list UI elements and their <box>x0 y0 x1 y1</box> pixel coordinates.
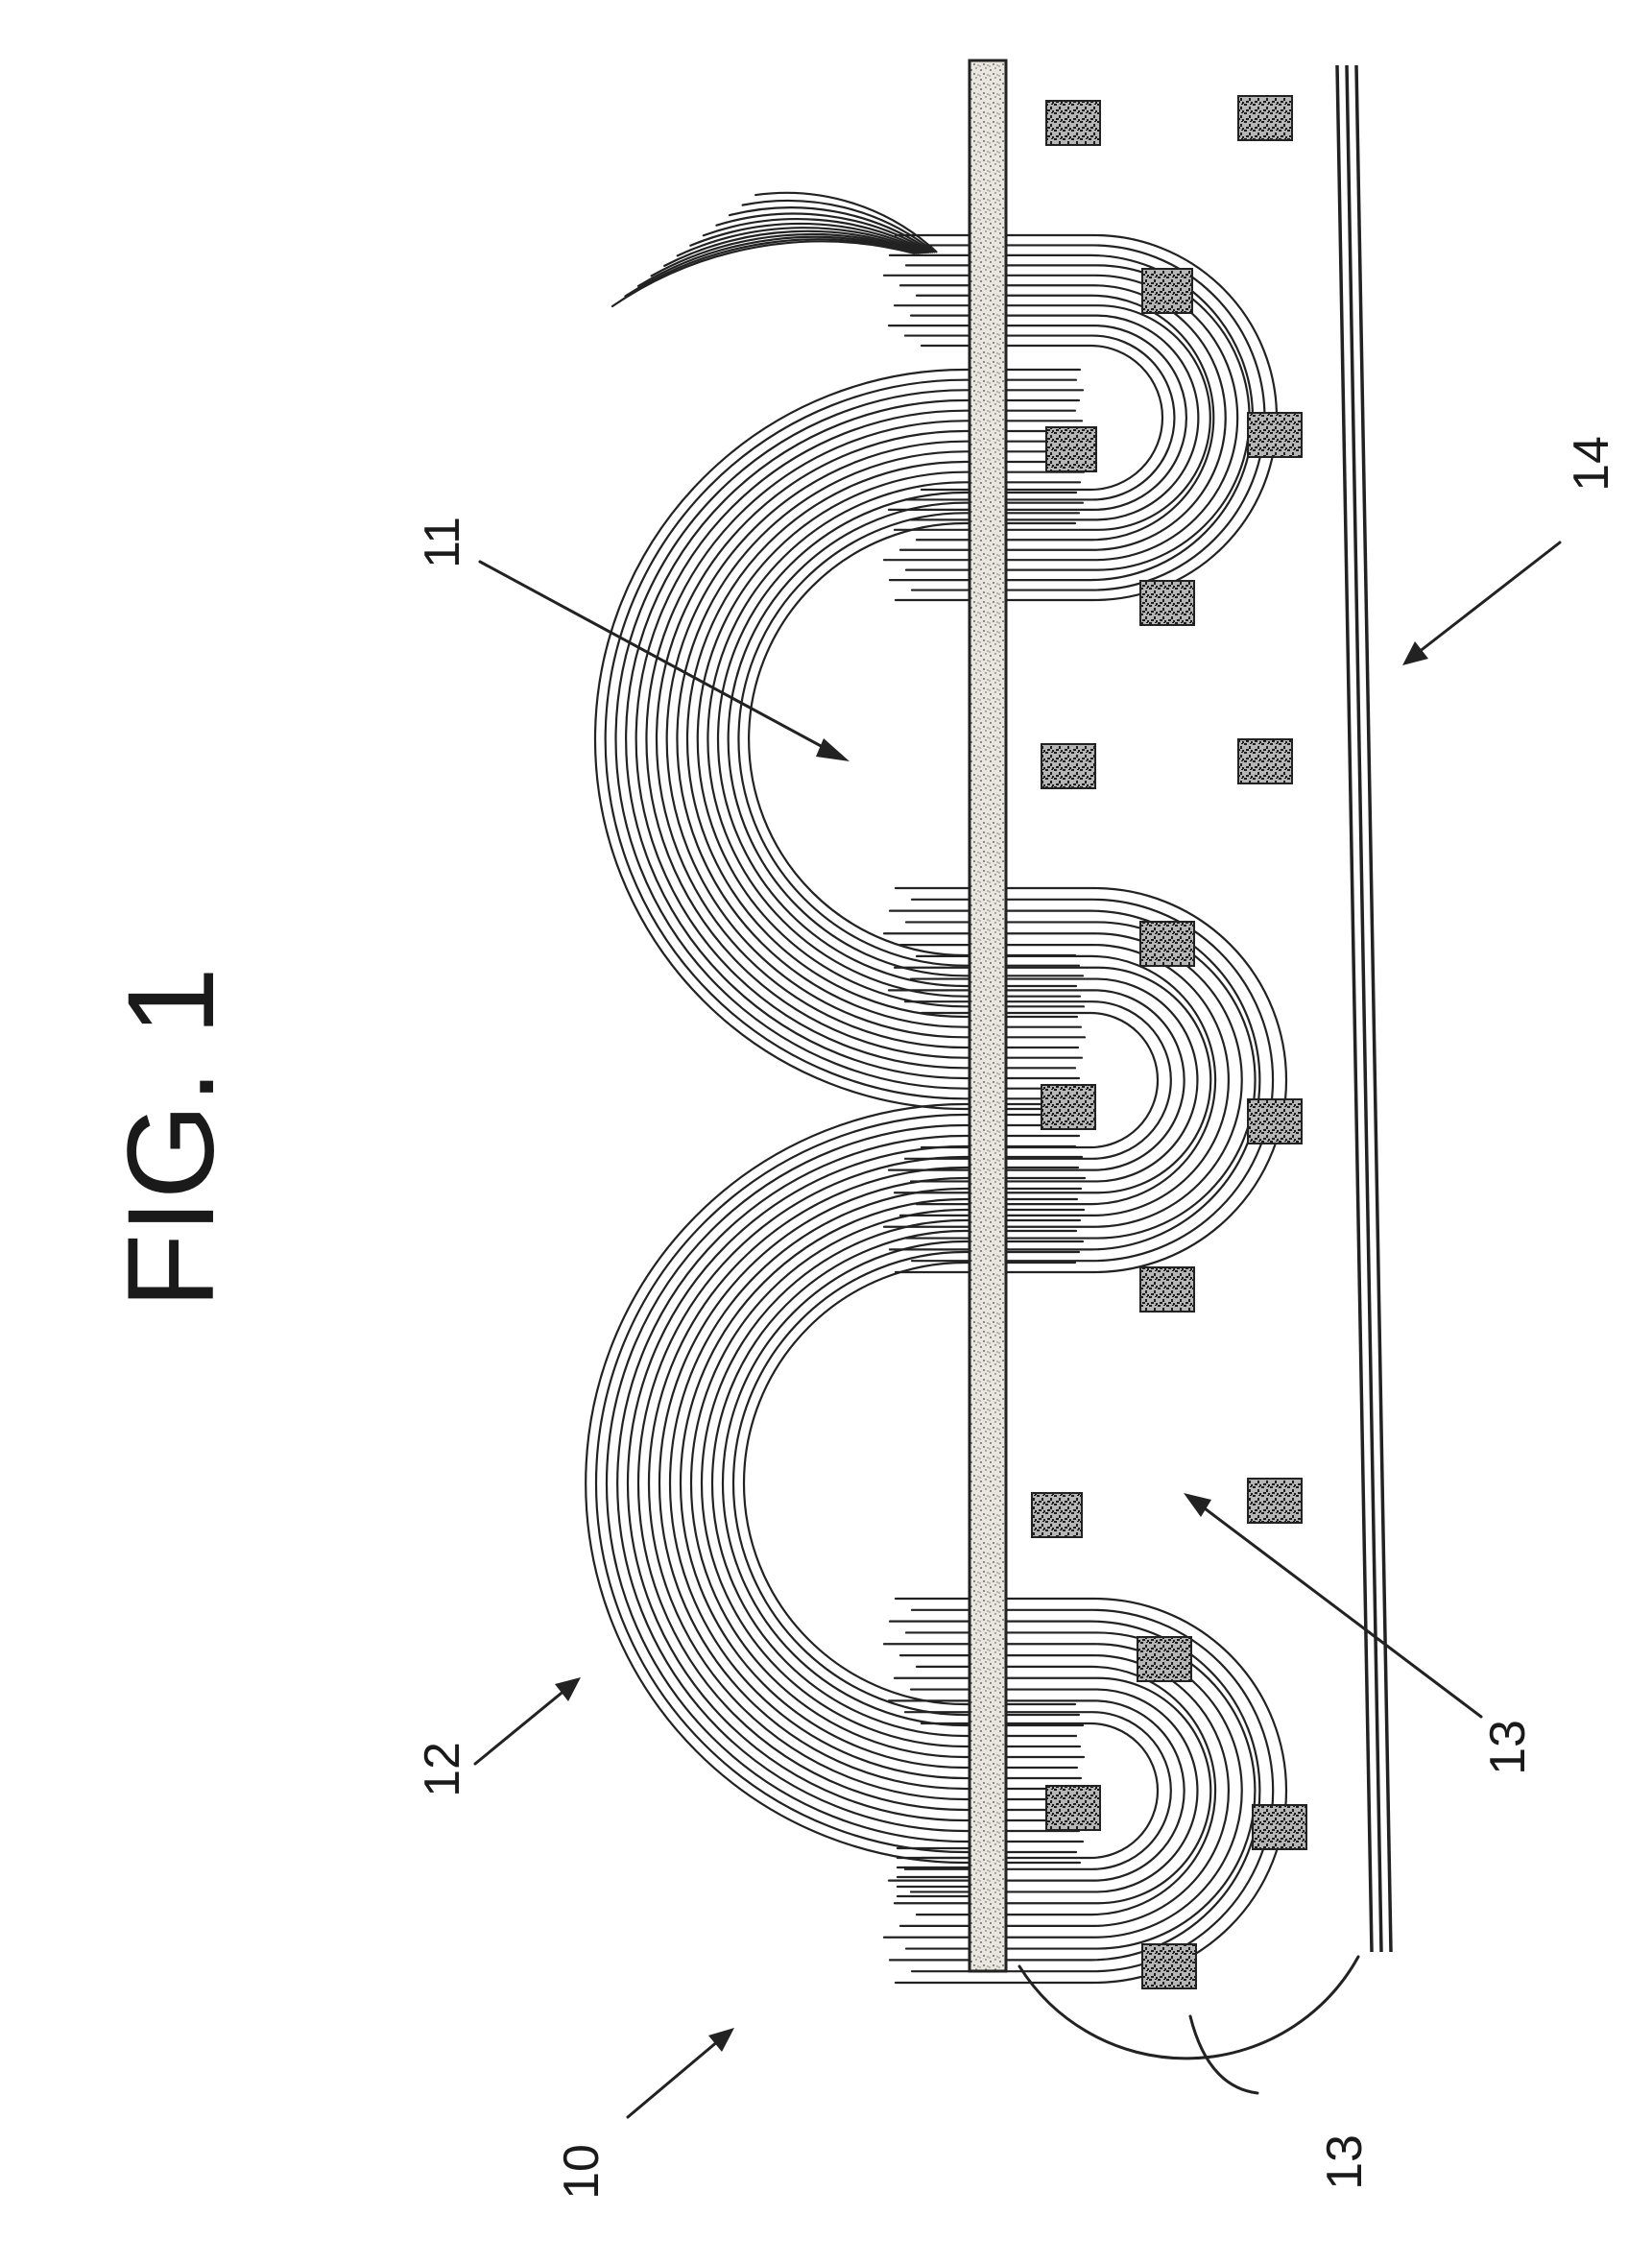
backing-layer <box>970 60 1006 1971</box>
small-loop-fibre <box>912 900 1273 1261</box>
big-loop-fibre <box>691 1210 1084 1757</box>
small-loop-fibre <box>912 245 1264 590</box>
fibre-loops <box>586 193 1286 1983</box>
figure-title: FIG. 1 <box>103 967 240 1309</box>
base-layer <box>1337 65 1391 1952</box>
anchor-block <box>1248 1479 1302 1523</box>
small-loop-fibre <box>922 1723 1158 1858</box>
ref-14-arrow <box>1402 542 1560 665</box>
big-loop-fibre <box>698 472 1084 1007</box>
small-loop-fibre <box>896 235 1277 600</box>
big-loop-fibre <box>646 421 1082 1057</box>
anchor-block <box>1046 1786 1100 1830</box>
small-loop-fibre <box>884 933 1242 1226</box>
big-loop-fibre <box>681 1199 1077 1768</box>
anchor-block <box>1142 1944 1196 1988</box>
ref-13-arrow <box>1184 1493 1481 1717</box>
small-loop-fibre <box>922 346 1162 490</box>
anchor-block <box>1140 922 1194 966</box>
anchor-block <box>1238 96 1292 140</box>
anchor-block <box>1046 101 1100 145</box>
ref-13-arc-label: 13 <box>1317 2134 1373 2190</box>
ref-10-label: 10 <box>554 2144 610 2200</box>
small-loop-fibre <box>906 922 1256 1238</box>
big-loop-fibre <box>712 1231 1076 1736</box>
ref-11-label: 11 <box>415 517 470 568</box>
ref-12-label: 12 <box>415 1742 470 1797</box>
ref-10-arrow <box>628 2028 734 2117</box>
anchor-block <box>1041 744 1095 788</box>
small-loop-fibre <box>922 1013 1158 1147</box>
anchor-block <box>1032 1493 1082 1537</box>
ref-14-label: 14 <box>1564 436 1619 492</box>
small-loop-fibre <box>884 276 1237 560</box>
anchor-block <box>1137 1637 1191 1681</box>
ref-13-arrow-label: 13 <box>1480 1720 1536 1775</box>
ref-12-arrow <box>475 1677 581 1764</box>
anchor-block <box>1248 413 1302 457</box>
anchor-block <box>1238 739 1292 783</box>
anchor-block <box>1046 427 1096 471</box>
anchor-block <box>1142 269 1192 313</box>
big-loop-fibre <box>607 1125 1083 1842</box>
anchor-block <box>1041 1085 1095 1129</box>
anchor-block <box>1253 1805 1306 1849</box>
big-loop-fibre <box>616 390 1083 1088</box>
top-curl-fibre <box>612 241 914 306</box>
anchor-block <box>1140 1267 1194 1312</box>
big-loop-fibre <box>718 493 1076 986</box>
small-loop-fibre <box>911 979 1197 1182</box>
anchor-block <box>1248 1099 1302 1144</box>
anchor-block <box>1140 581 1194 625</box>
